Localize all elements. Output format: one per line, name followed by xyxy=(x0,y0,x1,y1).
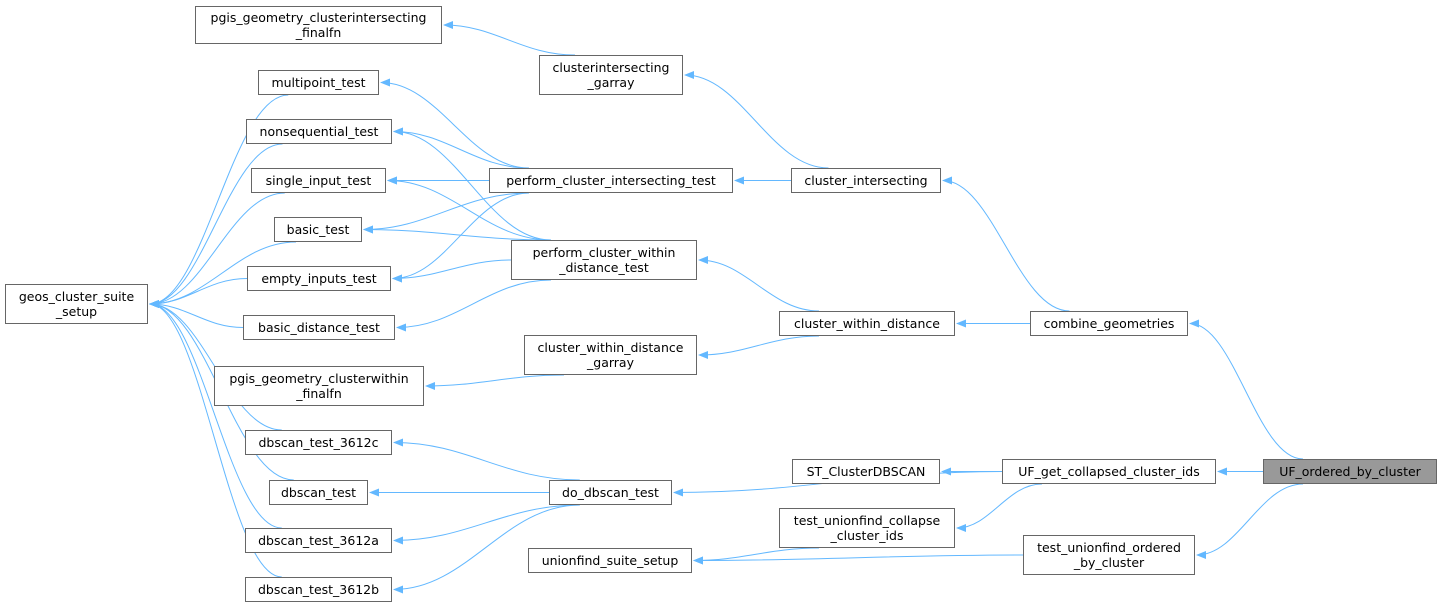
node-cwd_garray[interactable]: cluster_within_distance_garray xyxy=(524,335,697,375)
node-nonsequential_test[interactable]: nonsequential_test xyxy=(246,119,392,144)
node-test_uf_ordered[interactable]: test_unionfind_ordered_by_cluster xyxy=(1023,535,1195,575)
edge-perform_ci_test-to-basic_test xyxy=(363,192,530,234)
edge-perform_ci_test-to-multipoint_test xyxy=(380,78,530,169)
node-dbscan_3612b[interactable]: dbscan_test_3612b xyxy=(245,577,392,602)
node-combine_geometries[interactable]: combine_geometries xyxy=(1030,311,1188,336)
edge-basic_distance_test-to-geos_setup xyxy=(149,300,244,328)
edge-dbscan_3612a-to-geos_setup xyxy=(149,300,282,529)
edge-perform_cwd_test-to-single_input_test xyxy=(387,176,552,241)
node-label: test_unionfind_ordered xyxy=(1037,540,1181,555)
edge-do_dbscan_test-to-dbscan_3612a xyxy=(393,504,580,545)
node-label: dbscan_test_3612c xyxy=(258,435,379,450)
edge-uf_collapsed-to-test_uf_collapse xyxy=(956,483,1043,532)
node-do_dbscan_test[interactable]: do_dbscan_test xyxy=(549,480,672,505)
node-pgis_cw_finalfn[interactable]: pgis_geometry_clusterwithin_finalfn xyxy=(214,366,424,406)
edge-perform_cwd_test-to-empty_inputs_test xyxy=(392,259,512,283)
node-label: cluster_intersecting xyxy=(804,173,928,188)
edge-ci_garray-to-pgis_ci_finalfn xyxy=(443,21,576,56)
node-label: _garray xyxy=(587,75,635,90)
node-pgis_ci_finalfn[interactable]: pgis_geometry_clusterintersecting_finalf… xyxy=(195,6,442,44)
edge-uf_ordered-to-test_uf_ordered xyxy=(1196,483,1304,559)
node-label: ST_ClusterDBSCAN xyxy=(806,464,926,479)
node-label: multipoint_test xyxy=(271,75,366,90)
node-label: empty_inputs_test xyxy=(261,271,377,286)
node-label: basic_test xyxy=(286,222,350,237)
node-label: _garray xyxy=(587,355,634,370)
node-dbscan_3612a[interactable]: dbscan_test_3612a xyxy=(245,528,392,553)
edge-empty_inputs_test-to-geos_setup xyxy=(149,278,248,308)
node-dbscan_3612c[interactable]: dbscan_test_3612c xyxy=(245,430,392,455)
node-label: cluster_within_distance xyxy=(537,340,684,355)
node-perform_ci_test[interactable]: perform_cluster_intersecting_test xyxy=(489,168,733,193)
node-label: perform_cluster_intersecting_test xyxy=(506,173,716,188)
node-label: geos_cluster_suite xyxy=(18,289,135,304)
node-label: pgis_geometry_clusterintersecting xyxy=(210,10,427,25)
node-label: _setup xyxy=(55,304,98,319)
node-label: dbscan_test xyxy=(280,485,357,500)
node-label: UF_get_collapsed_cluster_ids xyxy=(1018,464,1200,479)
edge-perform_cwd_test-to-basic_test xyxy=(363,225,552,241)
node-label: cluster_within_distance xyxy=(794,316,940,331)
edge-test_uf_collapse-to-unionfind_setup xyxy=(693,547,820,565)
node-label: nonsequential_test xyxy=(259,124,379,139)
edge-cwd_garray-to-pgis_cw_finalfn xyxy=(425,374,565,390)
edge-multipoint_test-to-geos_setup xyxy=(149,94,289,308)
node-label: dbscan_test_3612a xyxy=(258,533,379,548)
node-perform_cwd_test[interactable]: perform_cluster_within_distance_test xyxy=(511,240,697,280)
edge-perform_cwd_test-to-nonsequential_test xyxy=(393,127,552,241)
node-uf_ordered[interactable]: UF_ordered_by_cluster xyxy=(1263,459,1437,484)
node-label: test_unionfind_collapse xyxy=(793,513,941,528)
edge-perform_cwd_test-to-basic_distance_test xyxy=(396,279,552,332)
node-geos_setup[interactable]: geos_cluster_suite_setup xyxy=(5,284,148,324)
node-basic_test[interactable]: basic_test xyxy=(274,217,362,242)
edge-do_dbscan_test-to-dbscan_3612c xyxy=(393,438,580,481)
edge-cluster_within_distance-to-perform_cwd_test xyxy=(698,256,820,312)
edge-nonsequential_test-to-geos_setup xyxy=(149,143,283,308)
node-label: UF_ordered_by_cluster xyxy=(1279,464,1421,479)
edge-test_uf_ordered-to-unionfind_setup xyxy=(693,554,1024,565)
node-ci_garray[interactable]: clusterintersecting_garray xyxy=(539,55,683,95)
node-unionfind_setup[interactable]: unionfind_suite_setup xyxy=(528,548,692,573)
node-multipoint_test[interactable]: multipoint_test xyxy=(258,70,379,95)
node-st_clusterdbscan[interactable]: ST_ClusterDBSCAN xyxy=(792,459,940,484)
edge-combine_geometries-to-cluster_intersecting xyxy=(942,176,1070,312)
node-label: _cluster_ids xyxy=(830,528,904,543)
node-label: unionfind_suite_setup xyxy=(541,553,679,568)
node-uf_collapsed[interactable]: UF_get_collapsed_cluster_ids xyxy=(1002,459,1216,484)
edge-dbscan_3612b-to-geos_setup xyxy=(149,300,282,578)
node-label: basic_distance_test xyxy=(258,320,380,335)
node-dbscan_test[interactable]: dbscan_test xyxy=(269,480,368,505)
edge-do_dbscan_test-to-dbscan_3612b xyxy=(393,504,580,594)
edge-uf_ordered-to-combine_geometries xyxy=(1189,319,1304,460)
node-label: _by_cluster xyxy=(1073,555,1145,570)
edge-perform_ci_test-to-nonsequential_test xyxy=(393,127,530,169)
node-label: pgis_geometry_clusterwithin xyxy=(229,371,409,386)
node-label: single_input_test xyxy=(265,173,372,188)
node-basic_distance_test[interactable]: basic_distance_test xyxy=(243,315,395,340)
node-label: perform_cluster_within xyxy=(532,245,676,260)
edge-cluster_within_distance-to-cwd_garray xyxy=(698,335,820,359)
node-label: dbscan_test_3612b xyxy=(257,582,380,597)
node-label: clusterintersecting xyxy=(552,60,670,75)
edge-single_input_test-to-geos_setup xyxy=(149,192,285,308)
node-cluster_intersecting[interactable]: cluster_intersecting xyxy=(791,168,941,193)
node-empty_inputs_test[interactable]: empty_inputs_test xyxy=(247,266,391,291)
edge-cluster_intersecting-to-ci_garray xyxy=(684,71,829,169)
node-label: combine_geometries xyxy=(1043,316,1175,331)
node-test_uf_collapse[interactable]: test_unionfind_collapse_cluster_ids xyxy=(779,508,955,548)
node-label: _finalfn xyxy=(296,386,342,401)
edge-perform_ci_test-to-empty_inputs_test xyxy=(392,192,530,283)
node-label: do_dbscan_test xyxy=(562,485,659,500)
node-cluster_within_distance[interactable]: cluster_within_distance xyxy=(779,311,955,336)
node-single_input_test[interactable]: single_input_test xyxy=(251,168,386,193)
node-label: _distance_test xyxy=(559,260,649,275)
node-label: _finalfn xyxy=(295,25,342,40)
